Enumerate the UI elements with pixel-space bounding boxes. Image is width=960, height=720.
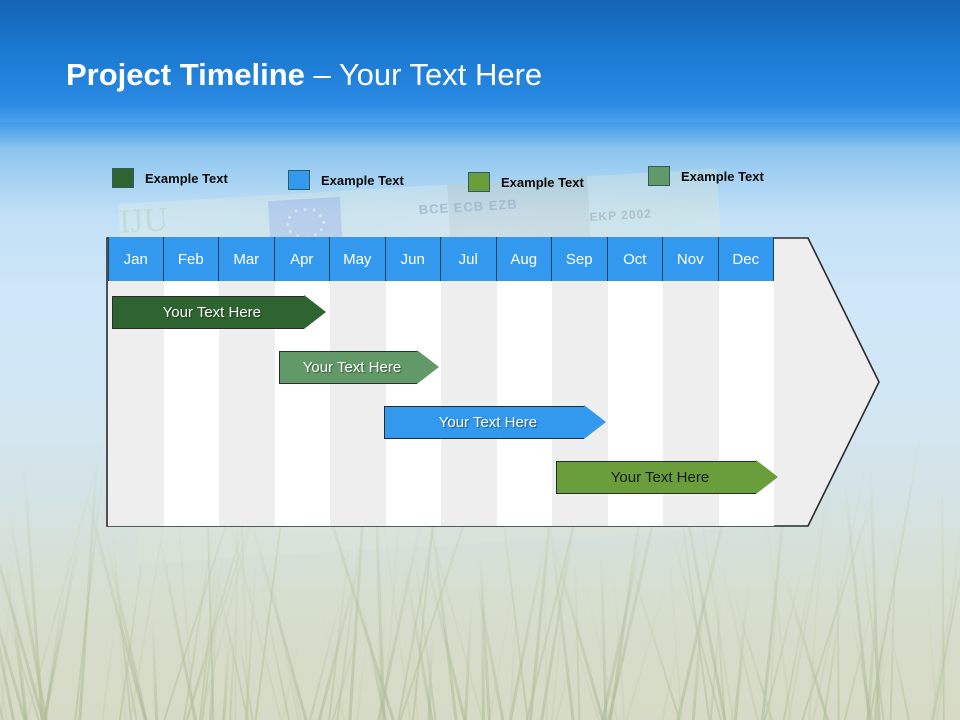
- timeline-bar-label: Your Text Here: [162, 304, 262, 321]
- timeline-bar-2[interactable]: Your Text Here: [278, 350, 440, 384]
- banknote-ekp-text: EKP 2002: [589, 206, 653, 225]
- timeline-bar-3[interactable]: Your Text Here: [383, 405, 606, 439]
- month-header-nov[interactable]: Nov: [663, 237, 719, 281]
- eu-flag-star: [294, 209, 298, 214]
- legend-swatch-icon: [648, 166, 670, 186]
- timeline-bar-1[interactable]: Your Text Here: [112, 295, 326, 329]
- timeline-column-feb: Feb: [163, 237, 219, 526]
- eu-flag-star: [311, 208, 316, 212]
- eu-flag-star: [319, 227, 323, 231]
- header-band: [0, 0, 960, 122]
- legend-item-label: Example Text: [321, 172, 404, 188]
- month-header-jan[interactable]: Jan: [108, 237, 164, 281]
- timeline-bar-4[interactable]: Your Text Here: [556, 460, 778, 494]
- legend-swatch-icon: [288, 170, 310, 190]
- legend-item-1[interactable]: Example Text: [112, 168, 228, 188]
- month-header-oct[interactable]: Oct: [607, 237, 663, 281]
- timeline-bar-arrow-tip: [583, 405, 606, 439]
- page-title-light: Your Text Here: [338, 57, 543, 92]
- timeline-bar-body: [556, 461, 756, 494]
- timeline-column-aug: Aug: [496, 237, 552, 526]
- timeline-bar-body: [383, 406, 584, 439]
- eu-flag-star: [318, 213, 323, 217]
- eu-flag-star: [302, 207, 307, 211]
- timeline-bar-arrow-tip: [417, 350, 440, 384]
- page-title: Project Timeline – Your Text Here: [66, 57, 543, 92]
- month-header-jul[interactable]: Jul: [441, 237, 497, 281]
- timeline-column-mar: Mar: [219, 237, 275, 526]
- timeline-bar-label: Your Text Here: [302, 359, 402, 376]
- eu-flag-star: [321, 220, 325, 224]
- page-title-bold: Project Timeline: [66, 57, 305, 92]
- legend-swatch-icon: [468, 172, 490, 192]
- month-header-apr[interactable]: Apr: [274, 237, 330, 281]
- timeline-bar-arrow-tip: [303, 295, 326, 329]
- eu-flag-star: [288, 229, 292, 233]
- legend-item-label: Example Text: [145, 170, 228, 186]
- legend-item-label: Example Text: [681, 168, 764, 184]
- timeline-bar-label: Your Text Here: [610, 469, 710, 486]
- month-header-feb[interactable]: Feb: [163, 237, 219, 281]
- eu-flag-star: [313, 232, 317, 237]
- month-header-aug[interactable]: Aug: [496, 237, 552, 281]
- month-header-dec[interactable]: Dec: [718, 237, 774, 281]
- legend-item-3[interactable]: Example Text: [468, 172, 584, 192]
- timeline-bar-body: [278, 351, 418, 384]
- grass-blade: [478, 551, 492, 720]
- month-header-jun[interactable]: Jun: [385, 237, 441, 281]
- month-header-may[interactable]: May: [330, 237, 386, 281]
- legend-item-label: Example Text: [501, 174, 584, 190]
- timeline-bar-arrow-tip: [756, 460, 778, 494]
- page-title-separator: –: [304, 57, 339, 92]
- legend-item-2[interactable]: Example Text: [288, 170, 404, 190]
- timeline-column-jul: Jul: [441, 237, 497, 526]
- month-header-sep[interactable]: Sep: [552, 237, 608, 281]
- eu-flag-star: [287, 215, 291, 219]
- grass-blade: [150, 617, 159, 720]
- eu-flag-star: [285, 222, 289, 226]
- grass-blade: [38, 538, 81, 720]
- legend-item-4[interactable]: Example Text: [648, 166, 764, 186]
- timeline-bar-label: Your Text Here: [438, 414, 538, 431]
- timeline-bar-body: [112, 296, 304, 329]
- timeline-column-jan: Jan: [108, 237, 164, 526]
- month-header-mar[interactable]: Mar: [219, 237, 275, 281]
- legend-swatch-icon: [112, 168, 134, 188]
